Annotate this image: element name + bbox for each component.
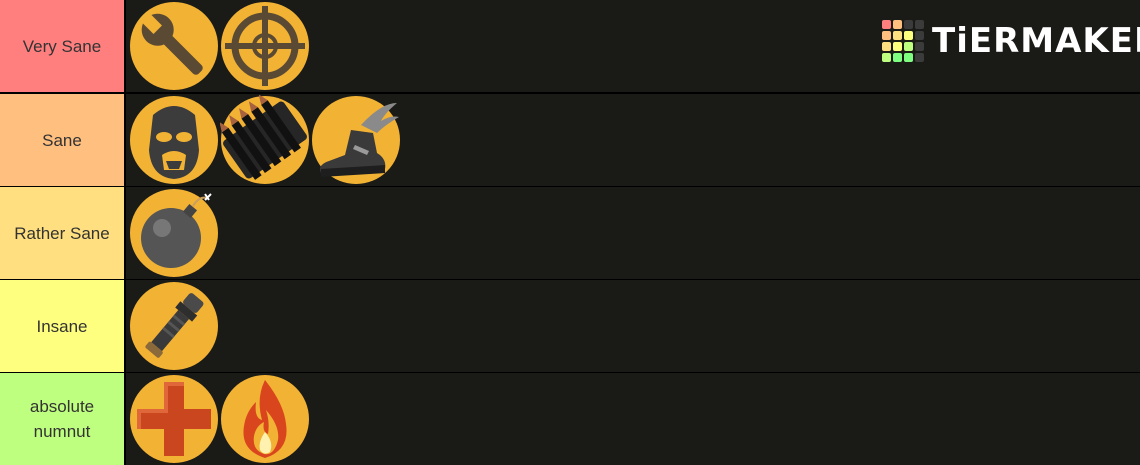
tier-items-area[interactable]	[126, 0, 1140, 92]
tier-label[interactable]: Rather Sane	[0, 187, 124, 279]
crosshair-icon[interactable]	[220, 1, 310, 91]
flame-icon[interactable]	[220, 374, 310, 464]
winged-shoe-icon[interactable]	[311, 95, 401, 185]
tier-row: absolute numnut	[0, 373, 1140, 465]
tier-label[interactable]: absolute numnut	[0, 373, 124, 465]
bomb-icon[interactable]	[129, 188, 219, 278]
tier-items-area[interactable]	[126, 187, 1140, 279]
tier-items-area[interactable]	[126, 373, 1140, 465]
wrench-icon[interactable]	[129, 1, 219, 91]
spy-mask-icon[interactable]	[129, 95, 219, 185]
tier-label[interactable]: Insane	[0, 280, 124, 372]
tier-items-area[interactable]	[126, 94, 1140, 186]
tier-row: Rather Sane	[0, 187, 1140, 279]
logo-grid-icon	[882, 20, 924, 62]
tiermaker-logo[interactable]: TiERMAKER	[882, 20, 1140, 62]
ammo-icon[interactable]	[220, 95, 310, 185]
tier-row: Very Sane	[0, 0, 1140, 92]
tier-row: Sane	[0, 94, 1140, 186]
tier-label[interactable]: Sane	[0, 94, 124, 186]
tier-row: Insane	[0, 280, 1140, 372]
medic-cross-icon[interactable]	[129, 374, 219, 464]
logo-text: TiERMAKER	[932, 21, 1140, 61]
tier-label[interactable]: Very Sane	[0, 0, 124, 92]
tier-items-area[interactable]	[126, 280, 1140, 372]
grenade-icon[interactable]	[129, 281, 219, 371]
